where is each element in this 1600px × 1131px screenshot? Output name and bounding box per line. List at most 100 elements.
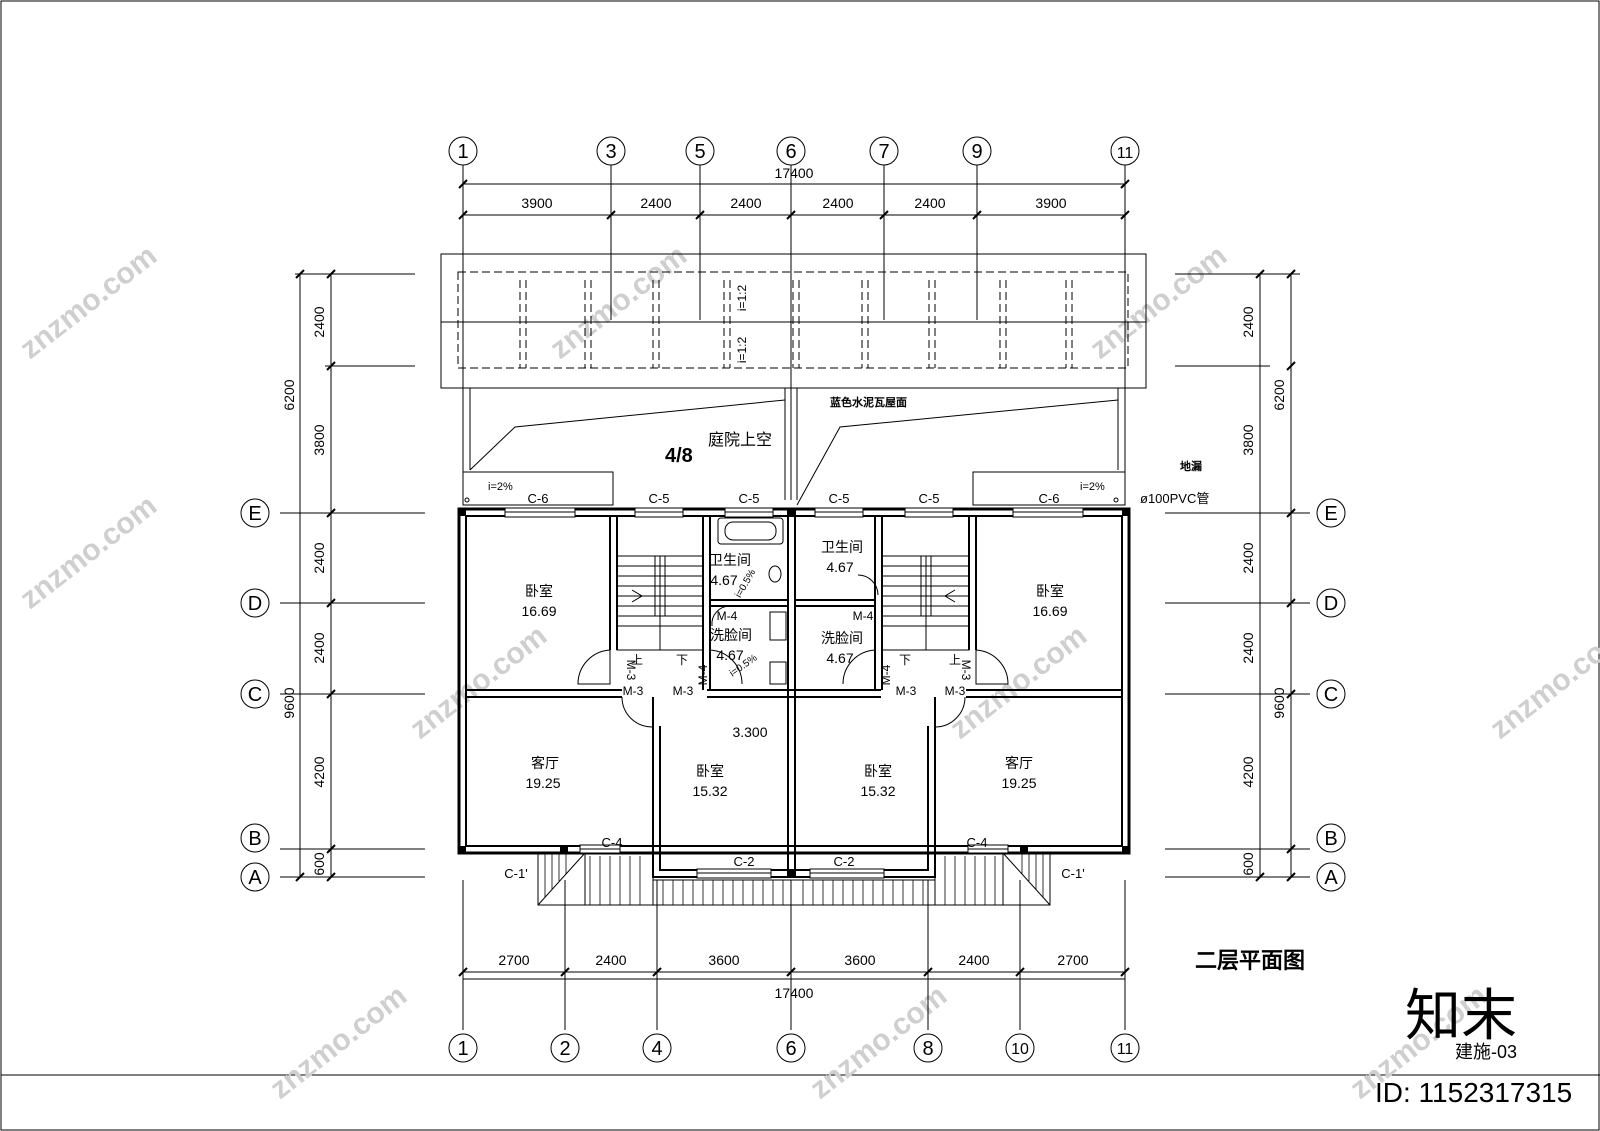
dim-right-lower-1: 2400 [1240,542,1256,573]
dim-right-upper-2: 3800 [1240,424,1256,455]
room-labels: 卧室 16.69 卫生间 4.67 洗脸间 4.67 卫生间 4.67 洗脸间 … [521,539,1067,799]
window-label-c5: C-5 [739,491,760,506]
dimension-lines [295,179,1296,980]
stair-down-label: 下 [899,653,911,667]
dim-bottom-1: 2700 [498,952,529,968]
dim-right-lower-2: 2400 [1240,632,1256,663]
room-name: 洗脸间 [710,627,752,643]
door-label-m4-vertical: M-4 [696,664,710,685]
drawing-title: 二层平面图 [1195,948,1305,973]
dim-left-upper-2: 3800 [311,424,327,455]
window-label-c6: C-6 [1039,491,1060,506]
axis-left-A: A [248,867,262,889]
room-area: 4.67 [826,559,853,575]
window-label-c5: C-5 [919,491,940,506]
elevation-label: 3.300 [732,724,767,740]
door-label-m3: M-3 [673,684,694,698]
dim-left-lower-3: 4200 [311,756,327,787]
room-area: 15.32 [860,783,895,799]
axis-top-3: 3 [605,141,616,163]
dim-bottom-5: 2400 [958,952,989,968]
window-label-c2: C-2 [734,854,755,869]
fixtures [464,497,1119,685]
room-name: 卧室 [696,763,724,779]
entrance-steps [537,852,1051,906]
room-area: 4.67 [826,650,853,666]
axis-left-C: C [248,684,262,706]
window-labels: C-6 C-5 C-5 C-5 C-5 C-6 C-4 C-4 C-2 C-2 … [504,491,1084,881]
window-label-c2: C-2 [834,854,855,869]
room-area: 4.67 [710,572,737,588]
dim-left-lower-2: 2400 [311,632,327,663]
room-area: 16.69 [521,603,556,619]
door-label-m3: M-3 [896,684,917,698]
dim-left-6200: 6200 [281,379,297,410]
axis-left-E: E [248,503,261,525]
room-name: 卧室 [1036,583,1064,599]
axis-bottom-1: 1 [457,1038,468,1060]
watermark-layer: znzmo.com znzmo.com znzmo.com znzmo.com … [14,239,1600,1106]
axis-top-1: 1 [457,141,468,163]
dim-left-lower-4: 600 [311,852,327,876]
floor-drain-label: 地漏 [1180,459,1202,473]
sink-icon [769,611,787,641]
room-name: 卧室 [864,763,892,779]
watermark-text: znzmo.com [264,979,413,1106]
axis-right-A: A [1324,867,1338,889]
axis-top-11: 11 [1117,145,1134,162]
stair-down-label: 下 [676,653,688,667]
window-label-c1: C-1' [504,866,527,881]
axis-top-7: 7 [878,141,889,163]
stair-up-label: 上 [631,653,643,667]
dim-right-lower-3: 4200 [1240,756,1256,787]
axis-bottom-10: 10 [1011,1041,1029,1058]
slope-2-right: i=2% [1080,481,1105,493]
door-label-m3-vertical: M-3 [624,660,638,681]
dim-left-upper-1: 2400 [311,306,327,337]
roof-label: 蓝色水泥瓦屋面 [830,395,907,409]
window-label-c5: C-5 [829,491,850,506]
axis-bubbles [240,136,1346,1063]
dim-bottom-3: 3600 [708,952,739,968]
slope-2-left: i=2% [488,481,513,493]
bathtub-icon [717,517,784,545]
pvc-label: ø100PVC管 [1140,491,1209,506]
axis-right-E: E [1324,503,1337,525]
room-name: 客厅 [1005,755,1033,771]
window-label-c4: C-4 [602,835,623,850]
windows [504,507,1084,879]
room-name: 卧室 [525,583,553,599]
dim-top-6: 3900 [1035,195,1066,211]
door-label-m3: M-3 [623,684,644,698]
room-area: 19.25 [525,775,560,791]
axis-left-B: B [248,828,261,850]
room-name: 卫生间 [821,539,863,555]
brand-watermark: 知末 [1405,984,1517,1047]
room-name: 客厅 [531,755,559,771]
dimension-texts: 17400 3900 2400 2400 2400 2400 3900 2700… [281,165,1287,1001]
door-label-m3-vertical: M-3 [959,660,973,681]
axis-right-B: B [1324,828,1337,850]
room-area: 19.25 [1001,775,1036,791]
door-label-m3: M-3 [945,684,966,698]
stairs [616,555,970,651]
dim-right-6200: 6200 [1271,379,1287,410]
dim-bottom-6: 2700 [1057,952,1088,968]
axis-bottom-2: 2 [559,1038,570,1060]
dim-top-4: 2400 [822,195,853,211]
sheet-number: 建施-03 [1455,1042,1517,1062]
axis-right-D: D [1324,593,1338,615]
door-label-m4: M-4 [853,609,874,623]
axis-top-9: 9 [971,141,982,163]
room-area: 16.69 [1032,603,1067,619]
door-label-m4-vertical: M-4 [879,664,893,685]
room-name: 洗脸间 [821,630,863,646]
axis-right-C: C [1324,684,1338,706]
dim-left-lower-1: 2400 [311,542,327,573]
dim-overall-top: 17400 [775,165,814,181]
window-label-c1: C-1' [1061,866,1084,881]
dim-top-5: 2400 [914,195,945,211]
room-name: 卫生间 [709,552,751,568]
